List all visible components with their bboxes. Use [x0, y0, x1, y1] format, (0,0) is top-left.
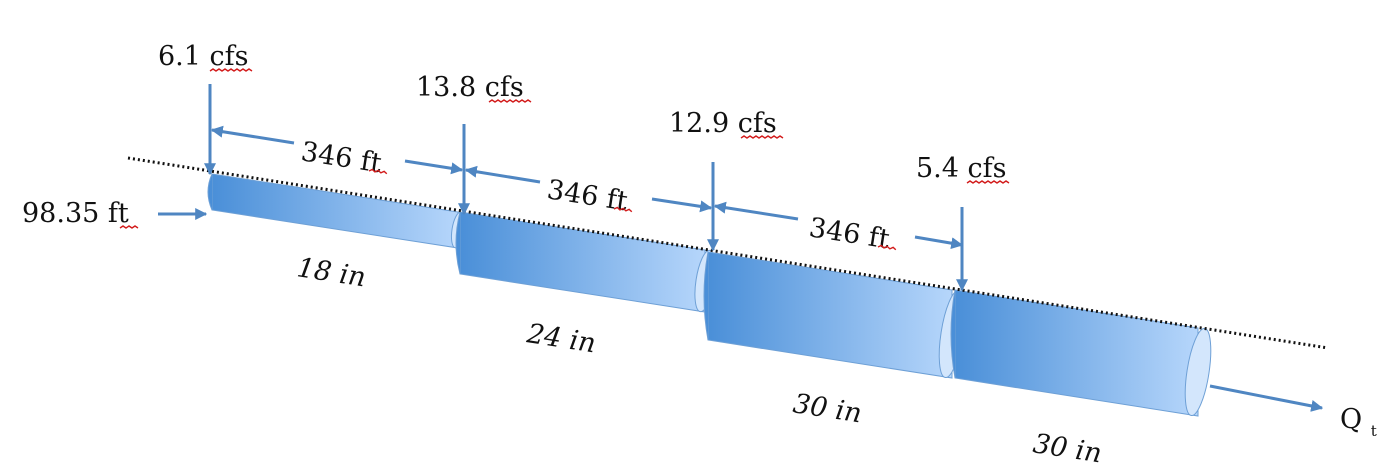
pipe-2 — [455, 211, 716, 313]
pipe-size-label-4: 30 in — [1031, 428, 1104, 469]
inflow-label-3: 12.9 cfs — [669, 108, 777, 139]
spellcheck-underlines — [119, 68, 1010, 251]
length-label-2: 346 ft — [545, 174, 630, 217]
outflow-label: Q t — [1340, 404, 1377, 440]
inflow-label-4: 5.4 cfs — [916, 153, 1007, 184]
inflow-label-2: 13.8 cfs — [416, 72, 524, 103]
pipe-1 — [207, 173, 466, 249]
dimension-arrow-1 — [210, 125, 464, 175]
length-label-1: 346 ft — [299, 136, 384, 179]
outflow-label-main: Q — [1340, 404, 1362, 435]
inflow-label-1: 6.1 cfs — [158, 41, 249, 72]
pipe-size-label-2: 24 in — [524, 318, 598, 359]
pipe-size-label-3: 30 in — [791, 388, 864, 429]
outflow-label-sub: t — [1371, 422, 1377, 440]
length-label-3: 346 ft — [807, 212, 892, 255]
pipe-4 — [950, 289, 1212, 417]
pipe-size-label-1: 18 in — [295, 252, 368, 293]
dimension-arrow-2 — [464, 165, 713, 213]
start-elevation-label: 98.35 ft — [22, 198, 129, 229]
pipe-3 — [703, 251, 966, 379]
outflow-arrow — [1209, 384, 1324, 412]
dimension-arrow-3 — [713, 201, 964, 250]
